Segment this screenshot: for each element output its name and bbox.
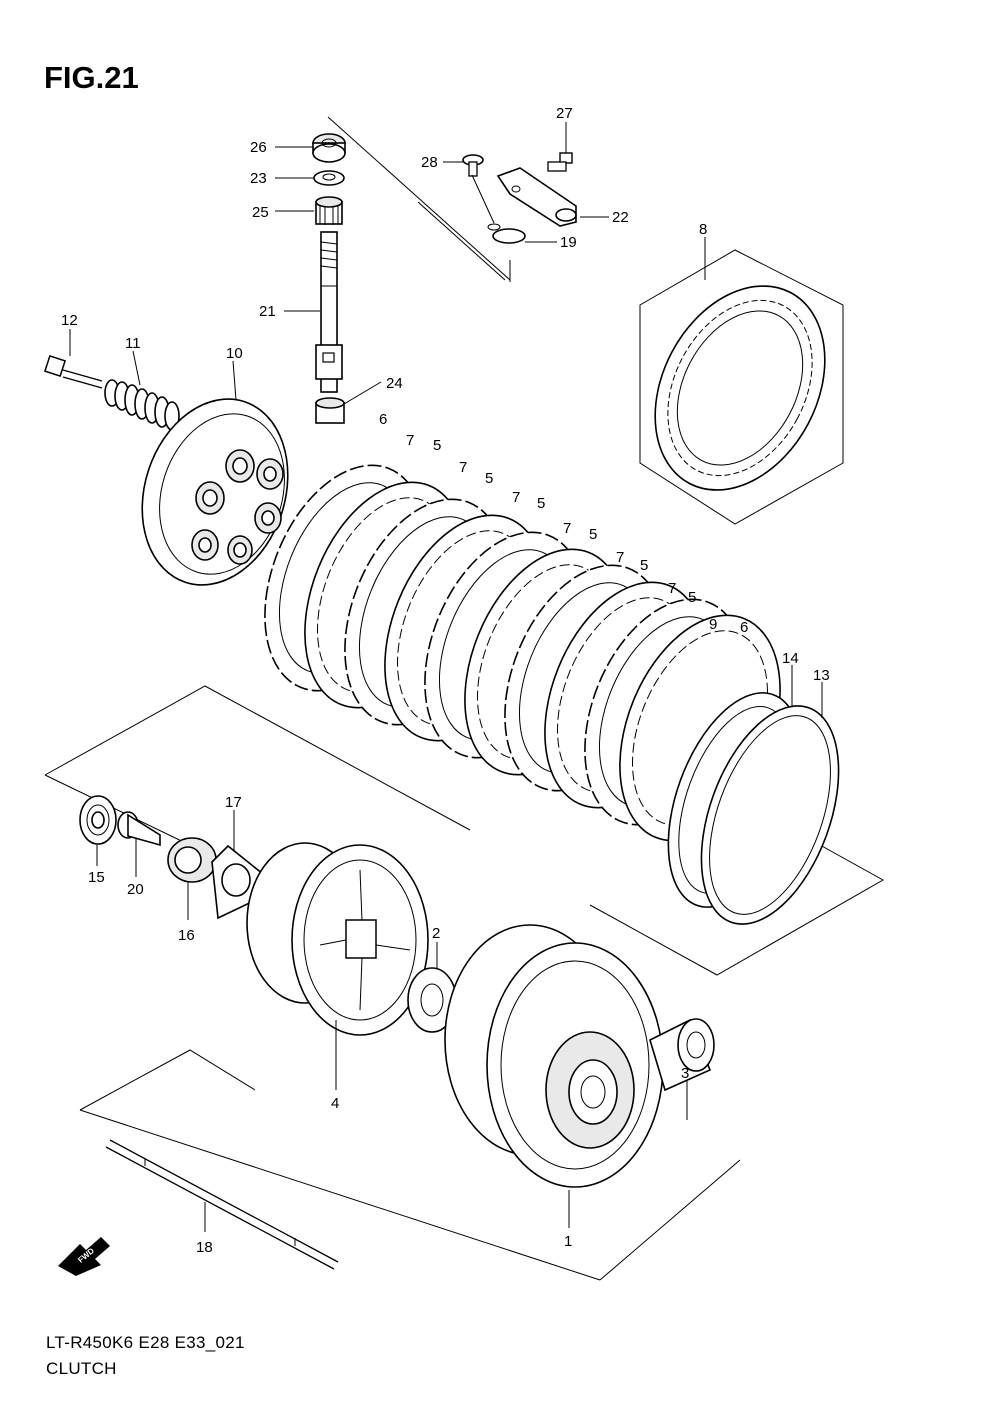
figure-title: FIG.21 xyxy=(44,60,139,95)
callout-15: 15 xyxy=(88,869,105,886)
model-code: LT-R450K6 E28 E33_021 xyxy=(46,1333,245,1352)
callout-21: 21 xyxy=(259,303,276,320)
callout-5c: 5 xyxy=(537,495,545,512)
callout-17: 17 xyxy=(225,794,242,811)
callout-5a: 5 xyxy=(433,437,441,454)
callout-18: 18 xyxy=(196,1239,213,1256)
section-name: CLUTCH xyxy=(46,1359,117,1378)
callout-8: 8 xyxy=(699,221,707,238)
callout-16: 16 xyxy=(178,927,195,944)
clutch-plate-stack xyxy=(264,464,781,842)
callout-9: 9 xyxy=(709,616,717,633)
callout-11: 11 xyxy=(125,335,141,352)
callout-12: 12 xyxy=(61,312,78,329)
fwd-arrow-icon: FWD xyxy=(58,1237,110,1276)
callout-7e: 7 xyxy=(616,549,624,566)
lever-assembly-boundary xyxy=(417,201,506,281)
part-20-pushrod-piece xyxy=(117,811,161,847)
callout-2: 2 xyxy=(432,925,440,942)
part-18-push-rod xyxy=(105,1139,339,1270)
part-8-clutch-plate xyxy=(654,285,826,491)
callout-20: 20 xyxy=(127,881,144,898)
callout-10: 10 xyxy=(226,345,243,362)
callout-labels: 1 2 3 4 5 5 5 5 5 5 6 6 7 7 7 7 7 7 8 9 … xyxy=(61,105,830,1256)
part-23-washer xyxy=(313,170,345,186)
callout-6a: 6 xyxy=(379,411,387,428)
callout-5e: 5 xyxy=(640,557,648,574)
part-10-pressure-plate xyxy=(141,398,289,586)
part-4-clutch-sleeve-hub xyxy=(246,842,429,1036)
callout-5d: 5 xyxy=(589,526,597,543)
part-21-release-shaft xyxy=(315,231,343,393)
callout-25: 25 xyxy=(252,204,269,221)
part-1-clutch-housing xyxy=(444,924,664,1188)
part-28-screw xyxy=(462,154,484,177)
callout-14: 14 xyxy=(782,650,799,667)
callout-23: 23 xyxy=(250,170,267,187)
part-22-release-lever xyxy=(496,167,577,227)
callout-6b: 6 xyxy=(740,619,748,636)
callout-28: 28 xyxy=(421,154,438,171)
callout-5f: 5 xyxy=(688,589,696,606)
callout-4: 4 xyxy=(331,1095,339,1112)
part-12-bolt xyxy=(43,354,103,389)
shaft-assembly-boundary xyxy=(327,116,511,282)
callout-7a: 7 xyxy=(406,432,414,449)
callout-5b: 5 xyxy=(485,470,493,487)
part-19-washer xyxy=(487,223,526,244)
callout-7d: 7 xyxy=(563,520,571,537)
screw-28-guide xyxy=(471,174,495,224)
callout-26: 26 xyxy=(250,139,267,156)
callout-7f: 7 xyxy=(668,580,676,597)
part-25-bearing xyxy=(315,196,343,225)
callout-24: 24 xyxy=(386,375,403,392)
callout-22: 22 xyxy=(612,209,629,226)
plate-8-boundary xyxy=(639,249,844,525)
part-16-nut xyxy=(167,837,217,883)
part-27-bolt xyxy=(547,152,573,172)
callout-27: 27 xyxy=(556,105,573,122)
part-13-spring-seat xyxy=(700,705,840,925)
callout-7b: 7 xyxy=(459,459,467,476)
part-15-bearing xyxy=(79,795,117,845)
callout-7c: 7 xyxy=(512,489,520,506)
callout-3: 3 xyxy=(681,1065,689,1082)
callout-13: 13 xyxy=(813,667,830,684)
part-24-bearing xyxy=(315,397,345,424)
leader-lines xyxy=(69,122,823,1232)
part-3-spacer xyxy=(649,1018,715,1092)
callout-19: 19 xyxy=(560,234,577,251)
part-26-bearing xyxy=(312,133,346,163)
callout-1: 1 xyxy=(564,1233,572,1250)
part-11-clutch-spring xyxy=(104,379,180,431)
drive-group-boundary xyxy=(79,1049,741,1281)
